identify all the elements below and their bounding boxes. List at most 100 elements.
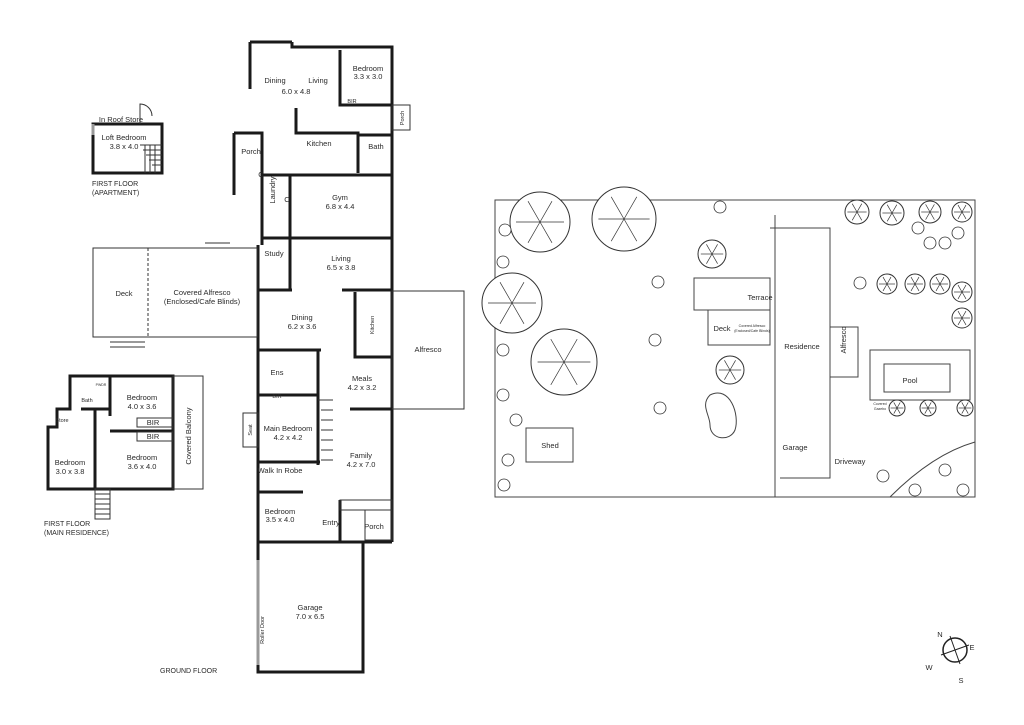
tree-branch: [935, 283, 941, 292]
tree-branch: [729, 369, 736, 380]
apartment-first-floor: In Roof Store Loft Bedroom 3.8 x 4.0 FIR…: [91, 103, 164, 197]
store-label: Store: [55, 418, 68, 424]
tree-branch: [563, 338, 578, 363]
tree-branch: [893, 407, 898, 414]
shrub-icon: [509, 413, 523, 427]
porch-left-label: Porch: [241, 147, 261, 156]
shrub-icon: [651, 275, 665, 289]
tree-branch: [539, 221, 553, 243]
seat-label: Seat: [248, 424, 254, 436]
tree-branch: [925, 211, 931, 220]
tree-branch: [939, 283, 945, 292]
bir-label: BIR: [147, 418, 160, 427]
door-swing: [139, 103, 153, 124]
bedroom-label: Bedroom: [127, 453, 157, 462]
tree-branch: [964, 402, 969, 409]
tree-branch: [623, 196, 638, 220]
shrub-icon: [951, 226, 965, 240]
tree-branch: [927, 407, 932, 414]
kitchen-top-label: Kitchen: [306, 139, 331, 148]
tree-branch: [961, 310, 967, 319]
bedroom-label: Bedroom: [127, 393, 157, 402]
tree-branch: [856, 211, 863, 221]
shrub-icon: [653, 401, 667, 415]
garage-label: Garage: [297, 603, 322, 612]
bedroom-size: 4.0 x 3.6: [128, 402, 157, 411]
tree-branch: [851, 211, 858, 221]
tree-branch: [964, 407, 969, 414]
cupboard-label: C: [284, 195, 290, 204]
tree-branch: [499, 302, 513, 324]
tree-branch: [706, 253, 713, 264]
tree-branch: [886, 204, 893, 214]
covered-alfresco-note: (Enclosed/Cafe Blinds): [164, 297, 241, 306]
property-boundary: [494, 199, 976, 498]
first-floor-main-residence: Bath PWDR Store Bedroom 4.0 x 3.6 BIR BI…: [44, 374, 204, 537]
gym-size: 6.8 x 4.4: [326, 202, 355, 211]
shrub-icon: [496, 255, 510, 269]
loft-bedroom-label: Loft Bedroom: [101, 133, 146, 142]
dining-size: 6.2 x 3.6: [288, 322, 317, 331]
covered-alfresco-label: Covered Alfresco: [739, 324, 766, 328]
tree-branch: [929, 211, 935, 220]
dining-label: Dining: [291, 313, 312, 322]
dining-living-size: 6.0 x 4.8: [282, 87, 311, 96]
bir-top-label: BIR: [347, 99, 356, 105]
tree-branch: [910, 283, 916, 292]
tree-branch: [550, 338, 565, 363]
first-floor-caption: FIRST FLOOR: [44, 521, 90, 528]
shrub-icon: [956, 483, 970, 497]
family-size: 4.2 x 7.0: [347, 460, 376, 469]
tree-branch: [511, 302, 525, 324]
tree-branch: [610, 196, 625, 220]
powder-room-label: PWDR: [96, 383, 107, 387]
tree-branch: [961, 204, 967, 213]
shrub-icon: [713, 200, 727, 214]
gym-label: Gym: [332, 193, 348, 202]
garage-label: Garage: [782, 443, 807, 452]
tree-branch: [896, 402, 901, 409]
deck-label: Deck: [115, 289, 132, 298]
porch-right-label: Porch: [400, 111, 406, 125]
tree-branch: [914, 276, 920, 285]
main-bedroom-size: 4.2 x 4.2: [274, 433, 303, 442]
tree-branch: [893, 402, 898, 409]
terrace-label: Terrace: [747, 293, 772, 302]
tree-branch: [610, 218, 625, 242]
tree-branch: [499, 282, 513, 304]
tree-branch: [550, 361, 565, 386]
shrub-icon: [497, 478, 511, 492]
tree-branch: [882, 283, 888, 292]
apartment-caption-sub: (APARTMENT): [92, 190, 139, 197]
compass-south: S: [958, 676, 963, 685]
meals-label: Meals: [352, 374, 372, 383]
tree-branch: [724, 360, 731, 371]
apartment-caption: FIRST FLOOR: [92, 181, 138, 188]
bedroom-size: 3.6 x 4.0: [128, 462, 157, 471]
tree-branch: [891, 212, 898, 222]
tree-branch: [957, 291, 963, 300]
porch-label: Porch: [364, 522, 384, 531]
tree-branch: [929, 204, 935, 213]
site-plan: Shed Terrace Deck Covered Alfresco (Encl…: [481, 186, 976, 498]
tree-branch: [511, 282, 525, 304]
pool-label: Pool: [902, 376, 917, 385]
alfresco-label: Alfresco: [414, 345, 441, 354]
ground-floor-caption: GROUND FLOOR: [160, 668, 217, 675]
tree-branch: [527, 201, 541, 223]
compass-icon: N E S W: [925, 630, 974, 685]
covered-gazebo-label: Covered: [873, 402, 886, 406]
tree-branch: [527, 221, 541, 243]
tree-branch: [924, 407, 929, 414]
alfresco-label: Alfresco: [839, 326, 848, 353]
shrub-icon: [501, 453, 515, 467]
main-stairs: [318, 399, 333, 461]
bedroom-top-size: 3.3 x 3.0: [354, 72, 383, 81]
tree-branch: [882, 276, 888, 285]
alfresco-outline: [391, 290, 465, 410]
trees: [481, 186, 974, 497]
residence-label: Residence: [784, 342, 819, 351]
tree-branch: [623, 218, 638, 242]
walk-in-robe-label: Walk In Robe: [258, 466, 303, 475]
laundry-label: Laundry: [268, 176, 277, 203]
